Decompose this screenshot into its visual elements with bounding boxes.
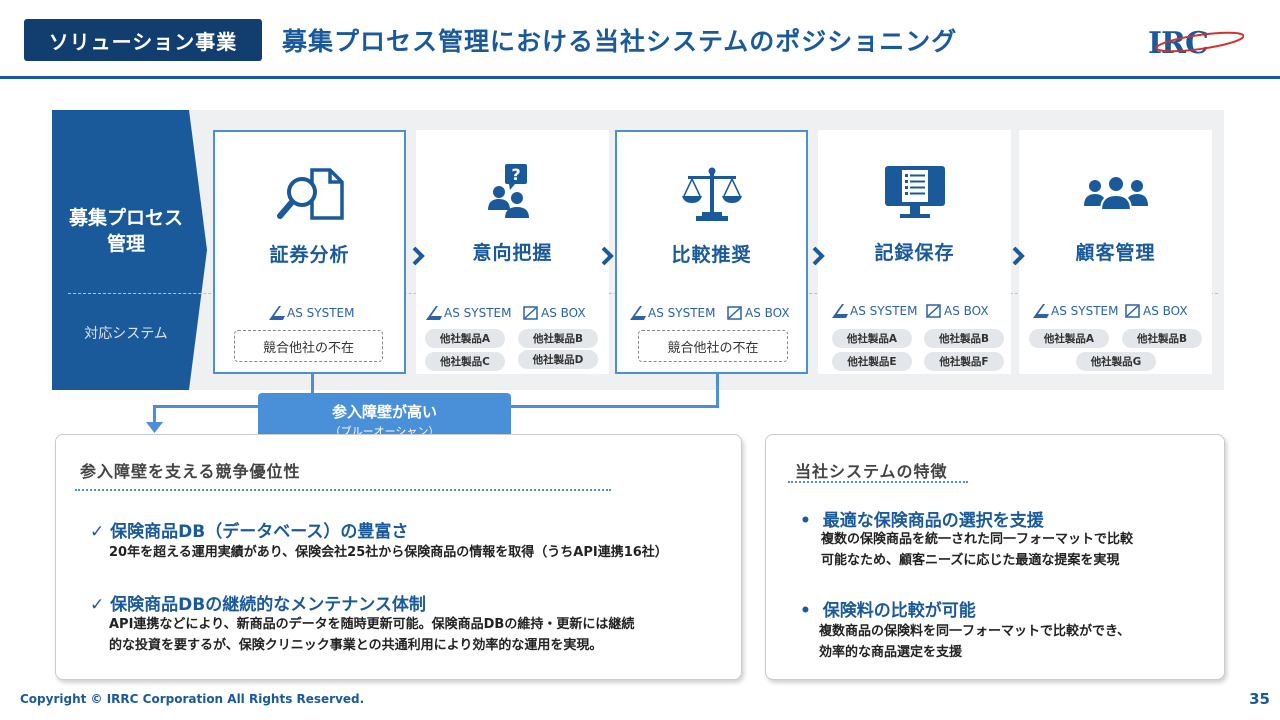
as-box-icon bbox=[523, 306, 538, 320]
box-heading: 参入障壁を支える競争優位性 bbox=[80, 462, 301, 481]
bullet-icon: • bbox=[800, 601, 823, 621]
section-tag: ソリューション事業 bbox=[24, 19, 262, 61]
as-system-logo: AS SYSTEM bbox=[426, 305, 511, 321]
competitive-advantage-box bbox=[55, 434, 742, 680]
product-pill: 他社製品A bbox=[1029, 329, 1109, 348]
check-icon: ✓ bbox=[90, 595, 111, 615]
heading-underline bbox=[788, 481, 968, 483]
no-competitor-note: 競合他社の不在 bbox=[638, 330, 788, 362]
feature-title: • 保険料の比較が可能 bbox=[800, 601, 976, 621]
product-pill: 他社製品G bbox=[1076, 352, 1156, 371]
as-system-logo: AS SYSTEM bbox=[269, 305, 354, 321]
heading-underline bbox=[75, 489, 611, 491]
box-heading: 当社システムの特徴 bbox=[795, 462, 948, 481]
as-box-icon bbox=[926, 304, 941, 318]
as-box-logo: AS BOX bbox=[523, 305, 586, 321]
connector-line bbox=[311, 372, 314, 394]
system-label: 対応システム bbox=[84, 326, 168, 342]
product-pill: 他社製品B bbox=[924, 329, 1004, 348]
feature-text: 効率的な商品選定を支援 bbox=[819, 645, 963, 660]
as-box-icon bbox=[727, 306, 742, 320]
as-logo-icon bbox=[630, 306, 646, 320]
advantage-text: 20年を超える運用実績があり、保険会社25社から保険商品の情報を取得（うちAPI… bbox=[109, 545, 668, 560]
as-system-logo: AS SYSTEM bbox=[832, 303, 917, 319]
features-box bbox=[765, 434, 1225, 680]
advantage-title: ✓ 保険商品DB（データベース）の豊富さ bbox=[90, 522, 409, 542]
process-label-banner bbox=[52, 110, 207, 390]
company-logo: IRC bbox=[1148, 25, 1245, 61]
user-question-icon: ? bbox=[416, 162, 609, 222]
as-system-logo: AS SYSTEM bbox=[630, 305, 715, 321]
feature-title: • 最適な保険商品の選択を支援 bbox=[800, 511, 1044, 531]
stage-title: 証券分析 bbox=[269, 244, 350, 266]
bullet-icon: • bbox=[800, 511, 823, 531]
feature-text: 複数商品の保険料を同一フォーマットで比較ができ、 bbox=[819, 624, 1131, 639]
product-pill: 他社製品B bbox=[518, 329, 598, 348]
page-number: 35 bbox=[1249, 690, 1270, 708]
product-pill: 他社製品A bbox=[425, 329, 505, 348]
advantage-text: API連携などにより、新商品のデータを随時更新可能。保険商品DBの維持・更新には… bbox=[109, 617, 635, 632]
as-box-logo: AS BOX bbox=[926, 303, 989, 319]
connector-line bbox=[153, 405, 156, 425]
feature-text: 可能なため、顧客ニーズに応じた最適な提案を実現 bbox=[821, 553, 1120, 568]
as-system-logo: AS SYSTEM bbox=[1033, 303, 1118, 319]
connector-line bbox=[716, 372, 719, 408]
copyright: Copyright © IRRC Corporation All Rights … bbox=[20, 692, 365, 706]
product-pill: 他社製品B bbox=[1122, 329, 1202, 348]
stage-title: 意向把握 bbox=[472, 242, 553, 264]
as-logo-icon bbox=[832, 304, 848, 318]
as-logo-icon bbox=[1033, 304, 1049, 318]
as-box-logo: AS BOX bbox=[727, 305, 790, 321]
page-title: 募集プロセス管理における当社システムのポジショニング bbox=[282, 27, 958, 56]
monitor-checklist-icon bbox=[818, 162, 1011, 222]
check-icon: ✓ bbox=[90, 522, 111, 542]
connector-line bbox=[510, 405, 719, 408]
stage-title: 記録保存 bbox=[874, 242, 955, 264]
process-label: 募集プロセス 管理 bbox=[68, 207, 183, 255]
as-box-logo: AS BOX bbox=[1125, 303, 1188, 319]
product-pill: 他社製品F bbox=[924, 352, 1004, 371]
chevron-right-icon bbox=[412, 246, 425, 266]
product-pill: 他社製品C bbox=[425, 352, 505, 371]
advantage-text: 的な投資を要するが、保険クリニック事業との共通利用により効率的な運用を実現。 bbox=[109, 638, 603, 653]
as-logo-icon bbox=[269, 306, 285, 320]
stage-title: 比較推奨 bbox=[671, 244, 752, 266]
no-competitor-note: 競合他社の不在 bbox=[234, 330, 383, 362]
arrow-down-icon bbox=[146, 422, 163, 433]
svg-text:IRC: IRC bbox=[1148, 26, 1208, 59]
advantage-title: ✓ 保険商品DBの継続的なメンテナンス体制 bbox=[90, 595, 426, 615]
barrier-main-text: 参入障壁が高い bbox=[331, 403, 437, 421]
stage-title: 顧客管理 bbox=[1075, 242, 1156, 264]
product-pill: 他社製品D bbox=[518, 350, 598, 369]
as-box-icon bbox=[1125, 304, 1140, 318]
user-group-icon bbox=[1019, 162, 1212, 222]
svg-text:?: ? bbox=[511, 165, 520, 184]
chevron-right-icon bbox=[601, 246, 614, 266]
feature-text: 複数の保険商品を統一された同一フォーマットで比較 bbox=[821, 532, 1134, 547]
as-logo-icon bbox=[426, 306, 442, 320]
chevron-right-icon bbox=[812, 246, 825, 266]
search-document-icon bbox=[215, 164, 404, 224]
scale-icon bbox=[617, 164, 806, 224]
product-pill: 他社製品E bbox=[832, 352, 912, 371]
connector-line bbox=[153, 405, 259, 408]
chevron-right-icon bbox=[1012, 246, 1025, 266]
product-pill: 他社製品A bbox=[832, 329, 912, 348]
header-divider bbox=[0, 76, 1280, 79]
